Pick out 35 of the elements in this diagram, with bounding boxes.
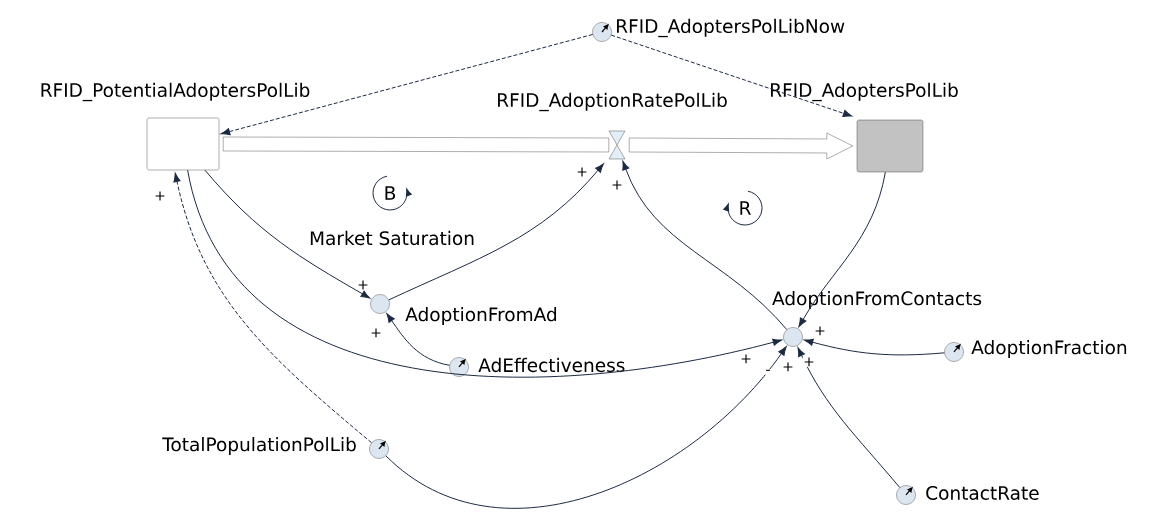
arrow — [610, 34, 853, 117]
variable-name: AdoptionFraction — [971, 340, 1127, 358]
edge-label: + — [575, 167, 589, 177]
arrow — [385, 346, 787, 509]
edge-label: + — [356, 280, 370, 290]
variable-name: ContactRate — [926, 486, 1039, 500]
edge-label: + — [802, 357, 816, 367]
arrow — [798, 171, 886, 328]
arrow — [803, 338, 945, 356]
variable-name: AdoptionFromContacts — [772, 291, 982, 309]
edge-label: + — [153, 191, 167, 201]
arrow — [187, 169, 783, 378]
arrow — [797, 347, 901, 489]
edge-label: + — [610, 180, 624, 190]
variable-name: AdEffectiveness — [478, 357, 625, 373]
arrow — [386, 313, 450, 366]
variable-name: RFID_PotentialAdoptersPolLib — [41, 82, 310, 102]
arrow — [204, 169, 371, 299]
flow-pipe — [223, 136, 609, 153]
edge-label: + — [781, 362, 795, 372]
edge-label: + — [813, 326, 827, 336]
variable-name: RFID_AdoptersPolLibNow — [617, 18, 845, 38]
edge-label: + — [369, 328, 383, 338]
variable-name: TotalPopulationPolLib — [162, 437, 356, 455]
flow-pipe — [629, 132, 853, 160]
variable-name: RFID_AdoptersPolLib — [771, 82, 958, 102]
arrow — [173, 172, 373, 444]
loop-name: Market Saturation — [310, 230, 474, 246]
arrow — [388, 163, 604, 301]
arrow — [622, 160, 788, 331]
variable-name: AdoptionFromAd — [405, 307, 557, 325]
arrow — [220, 34, 594, 136]
edge-label: - — [765, 369, 772, 375]
edge-label: + — [739, 354, 753, 364]
variable-name: RFID_AdoptionRatePolLib — [498, 92, 727, 112]
